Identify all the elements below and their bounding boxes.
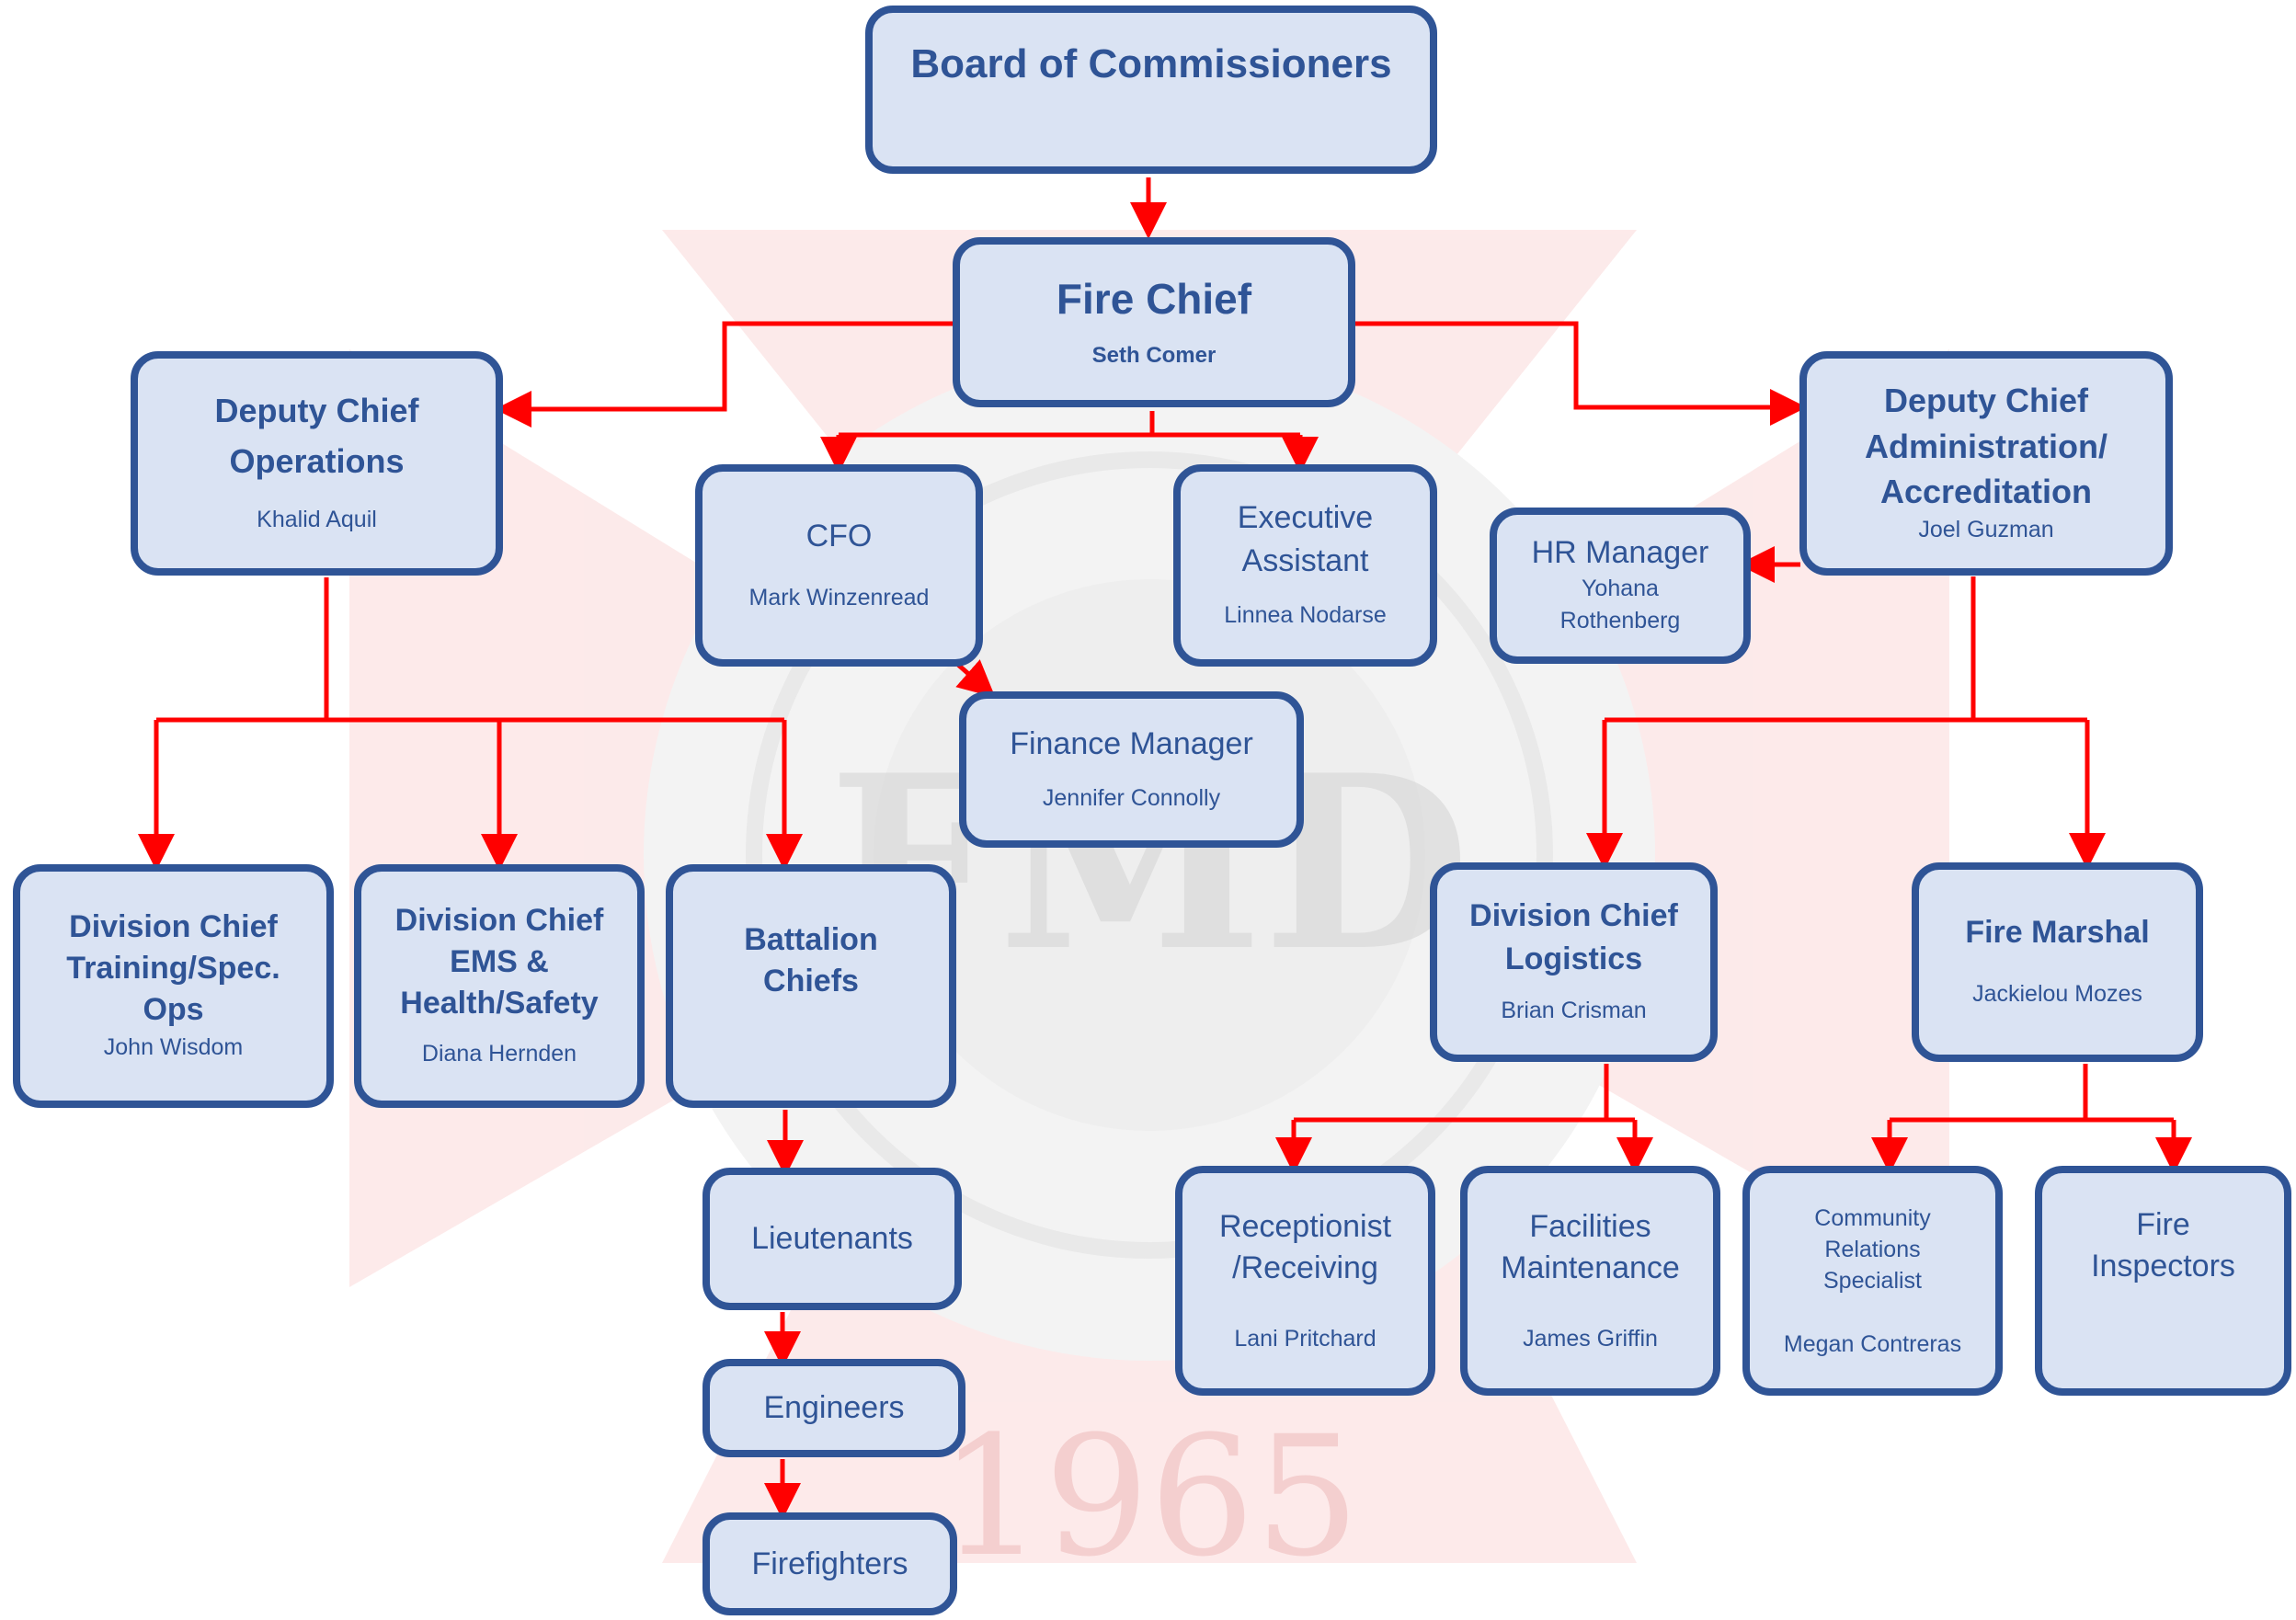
facilities-title-line2: Maintenance [1501,1249,1680,1285]
exec-assistant-name: Linnea Nodarse [1224,601,1387,628]
watermark-year: 1965 [939,1401,1360,1593]
div-ems-title-line2: EMS & [450,944,549,980]
exec-assistant-title-line2: Assistant [1241,543,1369,579]
finance-manager-box: Finance Manager Jennifer Connolly [959,691,1304,848]
fire-chief-title: Fire Chief [1056,274,1252,323]
deputy-ops-title-line2: Operations [229,442,405,481]
deputy-admin-title-line2: Administration/ [1864,427,2108,465]
division-chief-training-box: Division Chief Training/Spec. Ops John W… [13,864,334,1108]
deputy-admin-name: Joel Guzman [1918,516,2054,542]
fire-marshal-box: Fire Marshal Jackielou Mozes [1912,862,2203,1062]
div-logistics-title-line2: Logistics [1504,941,1643,976]
hr-manager-title: HR Manager [1531,534,1709,570]
div-training-name: John Wisdom [103,1033,244,1060]
engineers-title: Engineers [763,1390,905,1426]
division-chief-ems-box: Division Chief EMS & Health/Safety Diana… [354,864,645,1108]
fire-chief-name: Seth Comer [1091,342,1217,368]
engineers-box: Engineers [703,1359,965,1457]
div-logistics-name: Brian Crisman [1501,998,1647,1024]
hr-manager-name-line2: Rothenberg [1559,608,1681,634]
deputy-chief-administration-box: Deputy Chief Administration/ Accreditati… [1799,351,2173,576]
inspectors-title-line1: Fire [2136,1207,2190,1242]
div-training-title-line3: Ops [143,992,204,1028]
div-logistics-title-line1: Division Chief [1469,897,1678,933]
finance-manager-name: Jennifer Connolly [1042,784,1221,811]
community-title-line1: Community [1814,1205,1931,1231]
div-ems-title-line1: Division Chief [394,903,604,939]
fire-marshal-title: Fire Marshal [1965,915,2150,951]
facilities-name: James Griffin [1523,1325,1658,1352]
executive-assistant-box: Executive Assistant Linnea Nodarse [1173,464,1437,667]
cfo-title: CFO [805,518,873,553]
receptionist-title-line2: /Receiving [1232,1249,1378,1285]
cfo-box: CFO Mark Winzenread [695,464,983,667]
lieutenants-title: Lieutenants [751,1221,913,1257]
community-title-line2: Relations [1824,1237,1921,1262]
community-title-line3: Specialist [1823,1268,1922,1294]
division-chief-logistics-box: Division Chief Logistics Brian Crisman [1430,862,1718,1062]
lieutenants-box: Lieutenants [703,1168,962,1310]
div-training-title-line1: Division Chief [69,909,278,945]
receptionist-name: Lani Pritchard [1234,1325,1376,1352]
fire-marshal-name: Jackielou Mozes [1972,981,2142,1008]
community-relations-box: Community Relations Specialist Megan Con… [1742,1166,2003,1396]
battalion-title-line1: Battalion [744,922,878,957]
fire-chief-box: Fire Chief Seth Comer [953,237,1355,407]
firefighters-title: Firefighters [751,1546,908,1581]
deputy-ops-name: Khalid Aquil [257,507,377,533]
finance-manager-title: Finance Manager [1010,725,1253,761]
community-name: Megan Contreras [1783,1331,1962,1357]
deputy-ops-title-line1: Deputy Chief [214,391,419,429]
board-title: Board of Commissioners [910,41,1392,86]
board-of-commissioners-box: Board of Commissioners [865,6,1437,174]
receptionist-box: Receptionist /Receiving Lani Pritchard [1175,1166,1435,1396]
fire-inspectors-box: Fire Inspectors [2035,1166,2291,1396]
firefighters-box: Firefighters [703,1512,957,1615]
deputy-admin-title-line1: Deputy Chief [1883,382,2088,420]
receptionist-title-line1: Receptionist [1218,1209,1392,1244]
battalion-title-line2: Chiefs [763,963,859,998]
deputy-admin-title-line3: Accreditation [1879,472,2093,510]
div-ems-name: Diana Hernden [421,1040,577,1067]
inspectors-title-line2: Inspectors [2091,1248,2235,1283]
div-ems-title-line3: Health/Safety [400,986,599,1021]
facilities-maintenance-box: Facilities Maintenance James Griffin [1460,1166,1720,1396]
hr-manager-box: HR Manager Yohana Rothenberg [1490,508,1751,664]
hr-manager-name-line1: Yohana [1582,575,1659,601]
div-training-title-line2: Training/Spec. [66,951,280,987]
facilities-title-line1: Facilities [1529,1209,1651,1244]
exec-assistant-title-line1: Executive [1237,500,1374,536]
deputy-chief-operations-box: Deputy Chief Operations Khalid Aquil [131,351,503,576]
cfo-name: Mark Winzenread [748,584,930,610]
battalion-chiefs-box: Battalion Chiefs [666,864,956,1108]
